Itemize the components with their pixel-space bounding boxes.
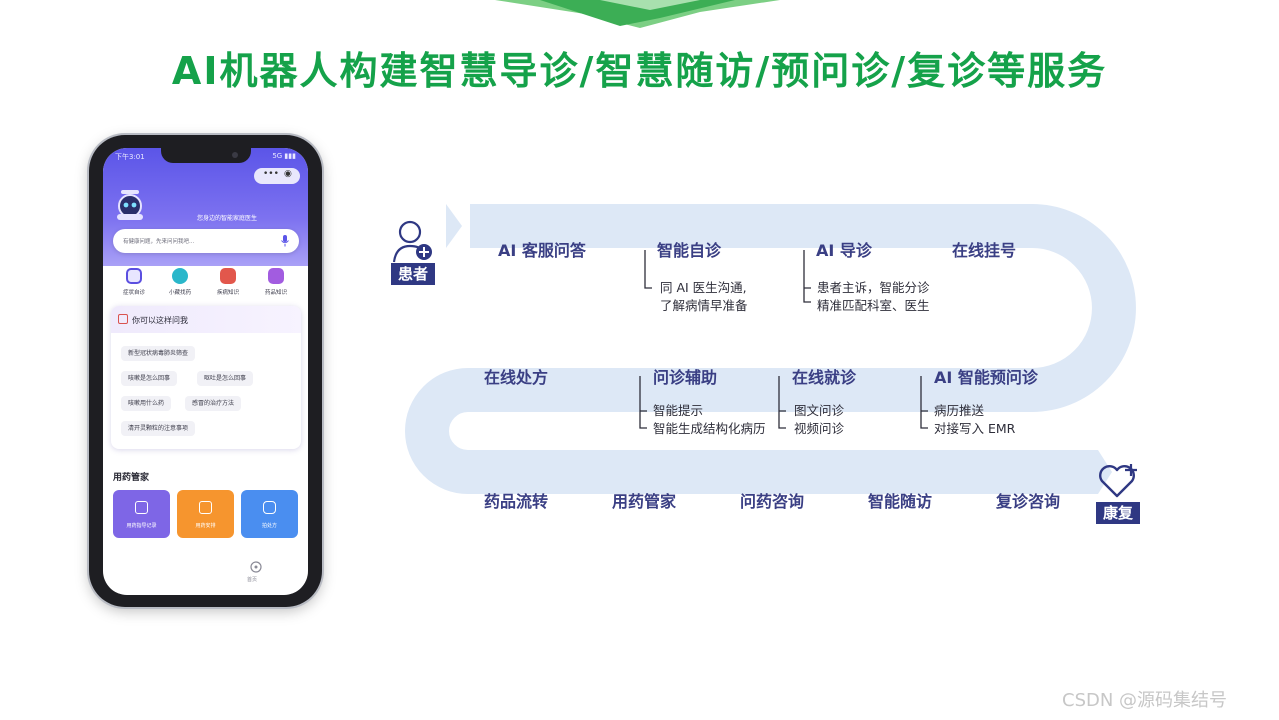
stage-drug-consultation: 问药咨询 [740,488,804,512]
stage-smart-self-diagnosis: 智能自诊 [657,237,721,261]
patient-icon [394,222,432,262]
stage-ai-pre-consultation: AI 智能预问诊 [934,364,1038,388]
note-line: 智能生成结构化病历 [653,420,766,438]
note-line: 同 AI 医生沟通, [660,279,747,297]
note-line: 病历推送 [934,402,984,420]
note-line: 患者主诉，智能分诊 [817,279,930,297]
stage-online-registration: 在线挂号 [952,237,1016,261]
stage-ai-triage: AI 导诊 [816,237,872,261]
note-line: 精准匹配科室、医生 [817,297,930,315]
note-line: 了解病情早准备 [660,297,748,315]
note-line: 图文问诊 [794,402,844,420]
note-line: 视频问诊 [794,420,844,438]
note-line: 智能提示 [653,402,703,420]
stage-ai-customer-service: AI 客服问答 [498,237,586,261]
stage-consultation-assist: 问诊辅助 [653,364,717,388]
stage-drug-circulation: 药品流转 [484,488,548,512]
patient-badge: 患者 [391,263,435,285]
stage-online-prescription: 在线处方 [484,364,548,388]
note-line: 对接写入 EMR [934,420,1015,438]
stage-medication-manager: 用药管家 [612,488,676,512]
recovery-badge: 康复 [1096,502,1140,524]
stage-smart-follow-up: 智能随访 [868,488,932,512]
stage-online-visit: 在线就诊 [792,364,856,388]
watermark: CSDN @源码集结号 [1062,686,1227,712]
stage-return-visit-consultation: 复诊咨询 [996,488,1060,512]
